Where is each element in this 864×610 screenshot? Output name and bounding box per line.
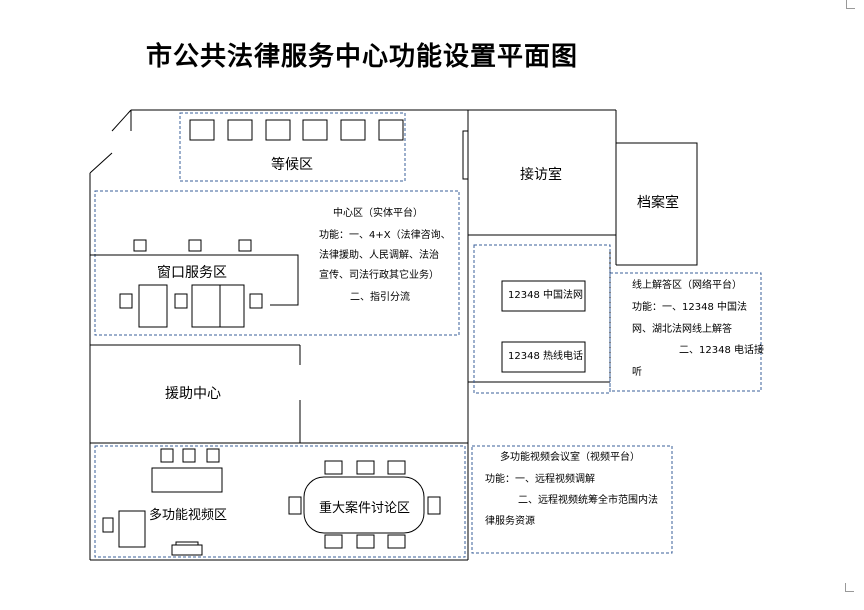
outer-walls — [89, 109, 616, 561]
room-label-video: 多功能视频区 — [149, 508, 228, 523]
central-zone-outline — [94, 190, 460, 336]
waiting-seat-6 — [378, 119, 404, 141]
room-label-window-service: 窗口服务区 — [157, 265, 227, 281]
video-chair-3 — [206, 448, 220, 463]
waiting-seat-4 — [302, 119, 328, 141]
discussion-chair-right — [427, 496, 441, 515]
archive-walls — [616, 142, 698, 266]
waiting-seat-1 — [189, 119, 215, 141]
video-zone — [94, 445, 466, 558]
service-desk-1 — [138, 284, 168, 328]
video-cabinet — [118, 510, 146, 548]
video-zone-outline — [94, 445, 466, 558]
online-note-outline — [609, 272, 762, 392]
archive-room — [616, 142, 698, 266]
discussion-chair-top-2 — [356, 460, 375, 475]
service-desk-3 — [219, 284, 245, 328]
room-label-reception: 接访室 — [520, 167, 562, 183]
discussion-chair-bottom-1 — [324, 534, 343, 549]
hotline-net-label: 12348 中国法网 — [508, 290, 583, 301]
video-note-line: 功能：一、远程视频调解 — [485, 474, 595, 485]
online-room — [467, 235, 611, 443]
page-corner-mark — [846, 0, 855, 9]
discussion-table — [303, 476, 425, 534]
waiting-seat-3 — [265, 119, 291, 141]
wall-door-frame — [462, 130, 469, 180]
center-note-line: 二、指引分流 — [350, 292, 410, 303]
room-label-discussion: 重大案件讨论区 — [319, 501, 411, 516]
room-label-archive: 档案室 — [637, 195, 679, 211]
discussion-chair-bottom-2 — [356, 534, 375, 549]
video-note-title: 多功能视频会议室（视频平台） — [500, 452, 640, 463]
center-note-title: 中心区（实体平台） — [333, 208, 423, 219]
center-note-line: 功能：一、4+X（法律咨询、 — [319, 230, 451, 241]
legal-aid-room — [90, 344, 468, 444]
discussion-chair-left — [288, 496, 302, 515]
hotline-phone-label: 12348 热线电话 — [508, 351, 583, 362]
service-chair-3 — [249, 293, 263, 309]
video-side-chair — [102, 517, 114, 533]
video-screen — [171, 544, 203, 556]
plan-title: 市公共法律服务中心功能设置平面图 — [146, 42, 579, 72]
center-note-line: 宣传、司法行政其它业务） — [319, 270, 439, 281]
center-note-line: 法律援助、人民调解、法治 — [319, 250, 439, 261]
waiting-zone-outline — [179, 112, 406, 182]
wall-left-chamfer — [89, 152, 113, 174]
video-note-outline — [471, 445, 673, 554]
video-chair-2 — [182, 448, 196, 463]
discussion-chair-bottom-3 — [387, 534, 406, 549]
discussion-chair-top-1 — [324, 460, 343, 475]
online-note-line: 听 — [632, 367, 642, 378]
waiting-seat-5 — [340, 119, 366, 141]
service-chair-1 — [119, 293, 133, 309]
video-screen-stand — [175, 541, 199, 546]
online-note-line: 网、湖北法网线上解答 — [632, 324, 732, 335]
video-table — [151, 467, 223, 493]
queue-seat-1 — [133, 239, 147, 252]
queue-seat-2 — [188, 239, 202, 252]
hotline-net-box — [501, 280, 586, 312]
video-note-line: 律服务资源 — [485, 516, 535, 527]
service-counter — [90, 254, 299, 306]
hotline-phone-box — [501, 341, 586, 373]
room-label-waiting: 等候区 — [271, 157, 313, 173]
video-note-line: 二、远程视频统筹全市范围内法 — [518, 495, 658, 506]
service-chair-2 — [174, 293, 188, 309]
online-note-line: 功能：一、12348 中国法 — [632, 302, 747, 313]
wall-top-chamfer — [111, 109, 132, 132]
page-corner-mark — [845, 583, 854, 592]
room-label-legal-aid: 援助中心 — [165, 386, 221, 402]
central-zone — [90, 190, 460, 336]
discussion-chair-top-3 — [387, 460, 406, 475]
online-note-line: 二、12348 电话接 — [679, 345, 764, 356]
video-chair-1 — [160, 448, 174, 463]
online-note-title: 线上解答区（网络平台） — [632, 280, 742, 291]
reception-room — [468, 110, 617, 265]
waiting-seat-2 — [227, 119, 253, 141]
waiting-zone — [179, 112, 406, 182]
queue-seat-3 — [238, 239, 252, 252]
service-desk-2 — [191, 284, 221, 328]
online-zone-outline — [473, 244, 611, 394]
